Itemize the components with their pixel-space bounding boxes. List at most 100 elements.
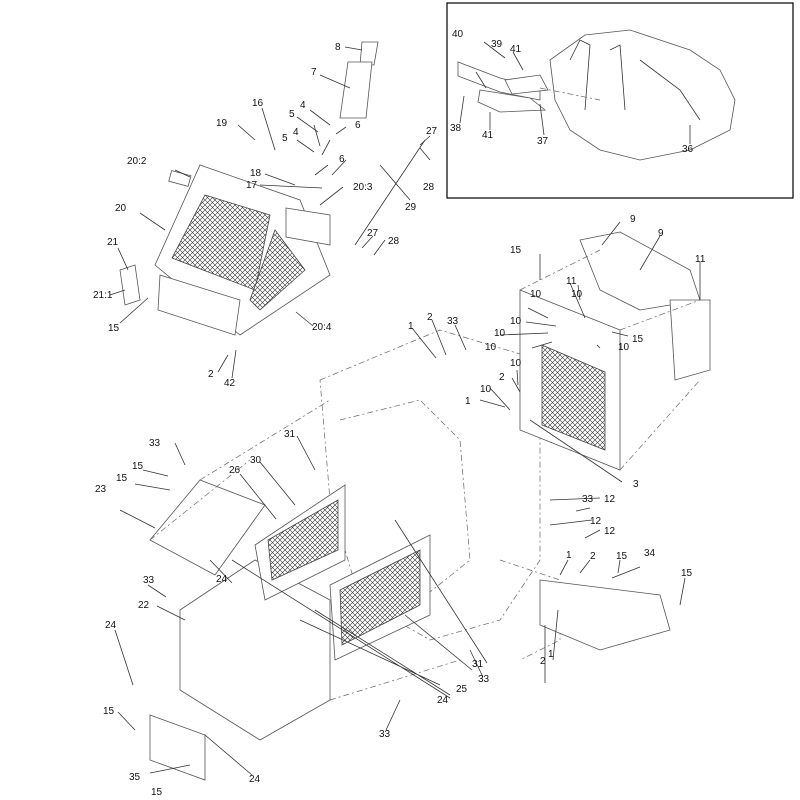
chassis-inner — [339, 399, 471, 601]
callout-4-upper: 4 — [300, 100, 306, 111]
callout-33-bottom: 33 — [379, 729, 391, 740]
callout-2-mid: 2 — [499, 372, 505, 383]
callout-21-1: 21:1 — [93, 290, 113, 301]
callout-15-right-b: 15 — [681, 568, 693, 579]
rear-screen-assembly — [519, 231, 711, 471]
callout-9-left: 9 — [630, 214, 636, 225]
hood-mesh-front — [171, 194, 271, 291]
callout-27-mid: 27 — [367, 228, 379, 239]
callout-15-screen: 15 — [632, 334, 644, 345]
side-shield-11 — [669, 299, 711, 381]
callout-6-upper: 6 — [355, 120, 361, 131]
callout-20-2: 20:2 — [127, 156, 147, 167]
callout-1-right: 1 — [566, 550, 572, 561]
plate-35 — [149, 714, 206, 781]
callout-31-lower: 31 — [472, 659, 484, 670]
callout-15-left-b: 15 — [116, 473, 128, 484]
decal-20-3 — [285, 207, 331, 246]
front-dashes — [149, 399, 461, 701]
callout-16: 16 — [252, 98, 264, 109]
callout-10-b: 10 — [571, 289, 583, 300]
callout-22: 22 — [138, 600, 150, 611]
callout-10-g: 10 — [510, 358, 522, 369]
callout-3: 3 — [633, 479, 639, 490]
callout-39: 39 — [491, 39, 503, 50]
callout-6-lower: 6 — [339, 154, 345, 165]
callout-36: 36 — [682, 144, 694, 155]
callout-leaders — [109, 41, 701, 776]
callout-2-lower-right: 2 — [540, 656, 546, 667]
callout-2-hood: 2 — [208, 369, 214, 380]
callout-5-lower: 5 — [282, 133, 288, 144]
part-7 — [339, 61, 373, 119]
callout-20-3: 20:3 — [353, 182, 373, 193]
leader-lines — [109, 41, 701, 776]
inset-frame — [549, 29, 736, 161]
callout-41-bottom: 41 — [482, 130, 494, 141]
callout-20: 20 — [115, 203, 127, 214]
callout-10-e: 10 — [485, 342, 497, 353]
callout-24-lower: 24 — [437, 695, 449, 706]
callout-12-a: 12 — [604, 494, 616, 505]
top-shield-9 — [579, 231, 701, 311]
callout-26: 26 — [229, 465, 241, 476]
callout-1-lower-right: 1 — [548, 649, 554, 660]
callout-23: 23 — [95, 484, 107, 495]
callout-30: 30 — [250, 455, 262, 466]
callout-33-upper: 33 — [447, 316, 459, 327]
callout-2-right: 2 — [590, 551, 596, 562]
callout-18: 18 — [250, 168, 262, 179]
callout-11-right: 11 — [695, 254, 706, 265]
inset-part-39 — [504, 74, 549, 95]
callout-37: 37 — [537, 136, 549, 147]
callout-12-b: 12 — [590, 516, 602, 527]
step-22 — [179, 559, 331, 741]
callout-15-top: 15 — [510, 245, 522, 256]
decal-20-2 — [168, 170, 192, 187]
callout-28-top: 28 — [423, 182, 435, 193]
callout-11-mid: 11 — [566, 276, 577, 287]
callout-34: 34 — [644, 548, 656, 559]
callout-2-upper: 2 — [427, 312, 433, 323]
inset-part-41 — [477, 89, 547, 113]
cylinder-assembly — [314, 41, 426, 246]
callout-33-right: 33 — [582, 494, 594, 505]
callout-19: 19 — [216, 118, 228, 129]
callout-24-bottom: 24 — [249, 774, 261, 785]
callout-8: 8 — [335, 42, 341, 53]
callout-35: 35 — [129, 772, 141, 783]
callout-15-right-a: 15 — [616, 551, 628, 562]
callout-5-upper: 5 — [289, 109, 295, 120]
callout-31-upper: 31 — [284, 429, 296, 440]
callout-15-hood: 15 — [108, 323, 120, 334]
hood-vent — [157, 274, 241, 336]
callout-27-top: 27 — [426, 126, 438, 137]
callout-33-lower: 33 — [478, 674, 490, 685]
front-panels — [149, 399, 671, 781]
callout-42: 42 — [224, 378, 236, 389]
hood-mesh-side — [249, 229, 306, 311]
callout-1-upper: 1 — [408, 321, 414, 332]
callout-15-bottom-left: 15 — [103, 706, 115, 717]
hood-assembly — [119, 164, 331, 336]
callout-33-lower-left: 33 — [143, 575, 155, 586]
cover-34 — [539, 579, 671, 651]
callout-40: 40 — [452, 29, 464, 40]
callout-12-c: 12 — [604, 526, 616, 537]
rear-screen-mesh — [541, 344, 606, 451]
callout-4-lower: 4 — [293, 127, 299, 138]
latch-21 — [119, 264, 141, 306]
callout-28-mid: 28 — [388, 236, 400, 247]
detail-inset — [446, 2, 794, 199]
callout-10-h: 10 — [480, 384, 492, 395]
callout-15-left-a: 15 — [132, 461, 144, 472]
callout-38: 38 — [450, 123, 462, 134]
callout-33-left: 33 — [149, 438, 161, 449]
callout-17: 17 — [246, 180, 258, 191]
callout-labels: 8 7 16 4 5 6 19 5 4 6 27 20:2 18 17 20:3… — [93, 29, 706, 798]
callout-24-mid: 24 — [216, 574, 228, 585]
cylinder-links — [314, 139, 331, 176]
callout-24-left: 24 — [105, 620, 117, 631]
